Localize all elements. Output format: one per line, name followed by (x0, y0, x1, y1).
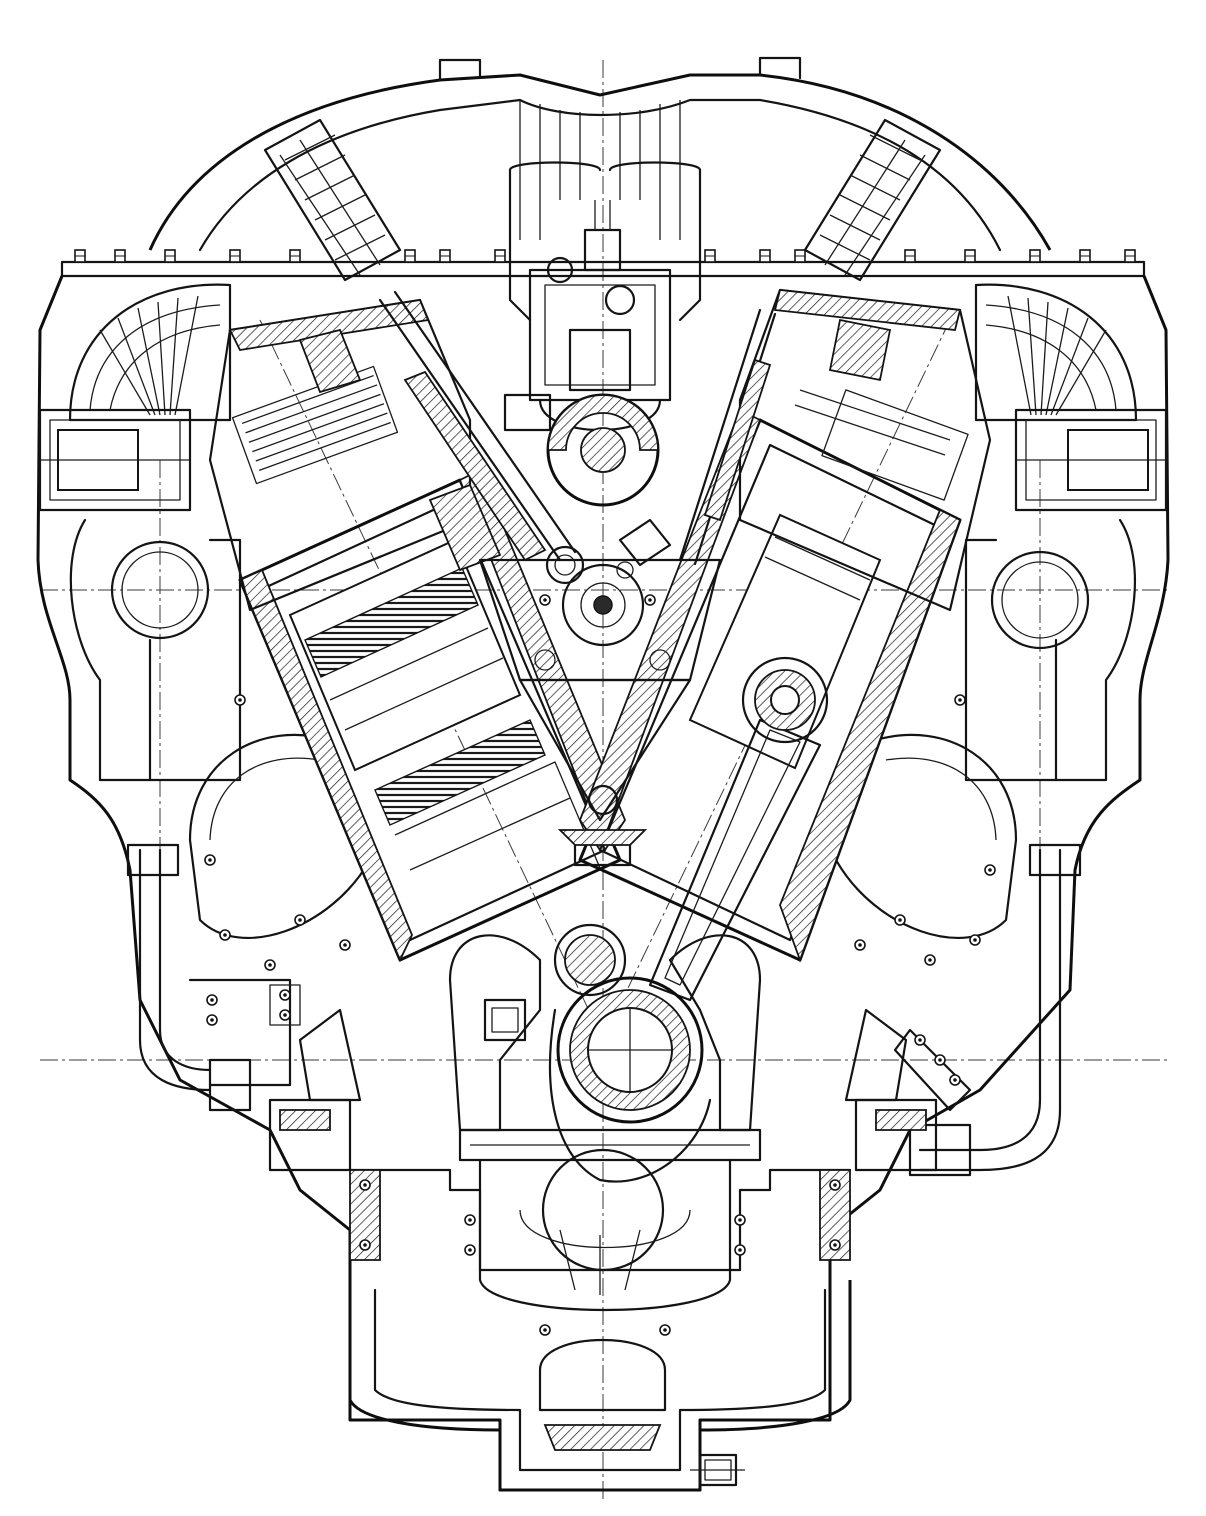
left-mount (208, 1008, 362, 1172)
crankshaft-journal (548, 923, 712, 1183)
central-v-block (478, 558, 722, 867)
left-liner-lower (374, 719, 601, 871)
left-intake-runner (263, 118, 402, 282)
top-rail (60, 249, 1146, 278)
lower-block (348, 1148, 852, 1312)
left-cylinder-head (208, 298, 502, 612)
right-piston (688, 513, 882, 770)
fuel-pump (503, 161, 702, 507)
right-blower (964, 283, 1168, 782)
right-mount (844, 1008, 938, 1172)
left-cylinder-bank (238, 468, 627, 963)
right-cylinder-head (738, 288, 992, 612)
oil-sump (348, 1280, 852, 1492)
central-gears (545, 518, 672, 585)
left-piston (288, 538, 522, 772)
left-pushrod (378, 290, 577, 562)
left-blower (38, 283, 242, 782)
right-connecting-rod (648, 656, 829, 1002)
crankcase (448, 934, 762, 1162)
right-pushrod (678, 308, 777, 566)
right-cylinder-bank (578, 408, 962, 963)
intake-manifold-cover (148, 56, 1052, 252)
right-intake-runner (803, 118, 942, 282)
right-exhaust-pipe (893, 843, 1082, 1177)
